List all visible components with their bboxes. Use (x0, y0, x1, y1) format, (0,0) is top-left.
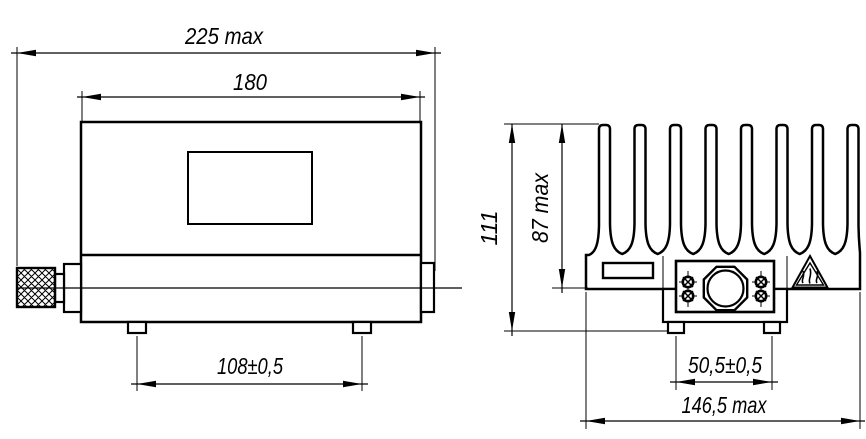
heatsink-finned-body (584, 123, 862, 291)
dim-label-heatsink-height: 87 max (527, 172, 553, 243)
front-view (584, 123, 862, 335)
dim-label-base-width: 146,5 max (682, 392, 768, 418)
body-window-panel (187, 151, 313, 225)
arrow-icon (508, 312, 516, 331)
dim-label-body-width: 180 (233, 69, 267, 95)
arrow-icon (343, 380, 362, 388)
left-foot (666, 320, 686, 335)
screw-icon (754, 275, 768, 289)
dim-label-overall-width: 225 max (184, 23, 264, 49)
arrow-icon (558, 269, 566, 288)
arrow-icon (508, 124, 516, 143)
rf-connector-bore (706, 269, 745, 308)
panel-screws (679, 271, 770, 307)
heat-wave (801, 270, 805, 284)
front-view-dimensions: 111 87 max 50,5±0,5 146,5 max (476, 123, 865, 429)
arrow-icon (586, 417, 605, 425)
side-view-dimensions: 225 max 180 108±0,5 (11, 23, 441, 391)
arrow-icon (416, 49, 435, 57)
heat-wave (808, 268, 812, 284)
dim-label-feet-spacing: 108±0,5 (217, 353, 283, 379)
screw-icon (754, 289, 768, 303)
screw-icon (681, 289, 695, 303)
heat-wave (815, 270, 819, 284)
right-foot (351, 320, 373, 335)
left-foot (126, 320, 148, 335)
side-view (15, 120, 462, 335)
label-plate (601, 261, 655, 280)
arrow-icon (82, 93, 101, 101)
arrow-icon (753, 378, 772, 386)
rf-connector-flange (702, 265, 749, 312)
arrow-icon (676, 378, 695, 386)
screw-icon (681, 275, 695, 289)
arrow-icon (841, 417, 860, 425)
arrow-icon (558, 124, 566, 143)
right-foot (762, 320, 782, 335)
arrow-icon (137, 380, 156, 388)
dim-label-overall-height: 111 (476, 211, 502, 246)
arrow-icon (401, 93, 420, 101)
arrow-icon (17, 49, 36, 57)
hot-surface-warning-icon (790, 253, 830, 289)
dim-label-feet-spacing: 50,5±0,5 (688, 352, 762, 378)
